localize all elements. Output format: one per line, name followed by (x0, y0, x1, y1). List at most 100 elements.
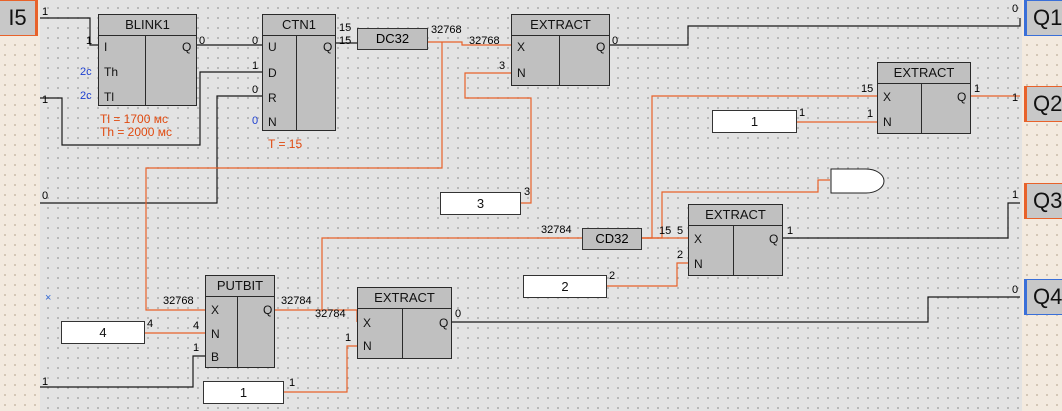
blink1-title: BLINK1 (99, 15, 196, 36)
extract4-n-value: 1 (345, 332, 352, 344)
blink1-block[interactable]: BLINK1 I Th Tl Q (98, 14, 197, 106)
putbit-n-value: 4 (193, 320, 200, 332)
wire-c2-extract3-n (607, 262, 688, 287)
const-box-2[interactable]: 2 (523, 275, 607, 298)
putbit-divider (237, 296, 238, 367)
i1-value: 1 (42, 6, 49, 18)
i2-value: 1 (42, 94, 49, 106)
ctn1-q-top-value: 15 (339, 22, 352, 34)
q1-value: 0 (1012, 3, 1019, 15)
extract3-pin-x: X (694, 232, 703, 246)
extract1-block[interactable]: EXTRACT X N Q (511, 14, 610, 86)
extract2-block[interactable]: EXTRACT X N Q (877, 62, 971, 134)
input-i5[interactable]: I5 (0, 0, 38, 36)
const-3-out: 3 (524, 186, 531, 198)
wire-dc32-putbit (145, 42, 443, 311)
ctn1-annotation: T = 15 (268, 137, 303, 151)
const-1b-out: 1 (289, 377, 296, 389)
cd32-block[interactable]: CD32 (582, 228, 642, 250)
ctn1-block[interactable]: CTN1 U D R N Q (262, 14, 336, 131)
input-i5-label: I5 (8, 5, 27, 30)
extract4-pin-q: Q (439, 316, 449, 330)
and-gate-icon (830, 168, 885, 194)
ctn1-pin-u: U (268, 40, 277, 54)
wire-c3-extract1-n (464, 72, 532, 204)
blink1-tl-annotation: Tl = 1700 мс (100, 112, 168, 126)
ctn1-u-value: 0 (252, 35, 259, 47)
output-q2-label: Q2 (1033, 91, 1062, 116)
extract2-pin-n: N (883, 115, 892, 129)
wire-extract1-q1 (610, 18, 1021, 46)
extract3-q-value: 1 (787, 225, 794, 237)
output-q3[interactable]: Q3 (1024, 183, 1062, 219)
extract1-x-value: 32768 (469, 35, 500, 47)
ctn1-r-value: 0 (252, 84, 259, 96)
extract4-q-value: 0 (455, 308, 462, 320)
q3-value: 1 (1012, 189, 1019, 201)
putbit-block[interactable]: PUTBIT X N B Q (205, 275, 275, 368)
const-2-out: 2 (609, 270, 616, 282)
extract2-n-value: 1 (867, 108, 874, 120)
dc32-out-value: 32768 (431, 24, 462, 36)
dc32-block[interactable]: DC32 (357, 28, 428, 50)
blink1-pin-i: I (104, 40, 108, 54)
wire-i1-blink (40, 17, 98, 46)
i3-value: 0 (42, 190, 49, 202)
extract2-pin-x: X (883, 90, 892, 104)
ctn1-divider (296, 35, 297, 130)
wire-extract3-q3 (783, 202, 1020, 239)
extract1-title: EXTRACT (512, 15, 609, 36)
extract1-pin-q: Q (596, 40, 606, 54)
i5-value: 1 (42, 376, 49, 388)
extract3-divider (733, 225, 734, 275)
ctn1-d-value: 1 (252, 60, 259, 72)
extract2-divider (921, 83, 922, 133)
putbit-pin-n: N (211, 327, 220, 341)
blink1-th-annotation: Th = 2000 мс (100, 125, 172, 139)
output-q1[interactable]: Q1 (1024, 0, 1062, 36)
const-box-1b[interactable]: 1 (203, 381, 284, 404)
const-box-1[interactable]: 1 (712, 110, 797, 133)
extract4-pin-x: X (363, 316, 372, 330)
ctn1-pin-n: N (268, 115, 277, 129)
putbit-pin-q: Q (263, 303, 273, 317)
extract3-pin-n: N (694, 257, 703, 271)
extract2-title: EXTRACT (878, 63, 970, 84)
extract3-title: EXTRACT (689, 205, 782, 226)
extract4-block[interactable]: EXTRACT X N Q (357, 287, 452, 359)
blink1-pin-tl: Tl (104, 90, 114, 104)
i4-unconnected-marker: × (45, 292, 52, 304)
putbit-q-value: 32784 (281, 295, 312, 307)
blink1-th-value: 2c (80, 66, 92, 78)
wire-putbit-cd32 (321, 237, 582, 310)
cd32-out-value: 15 (659, 225, 672, 237)
wire-i3-ctn-r (40, 95, 262, 204)
blink1-pin-q: Q (182, 40, 192, 54)
blink1-q-value: 0 (199, 35, 206, 47)
extract2-x-value: 15 (861, 83, 874, 95)
extract4-title: EXTRACT (358, 288, 451, 309)
ctn1-pin-r: R (268, 91, 277, 105)
const-box-4[interactable]: 4 (61, 321, 145, 344)
extract4-divider (402, 308, 403, 358)
output-q3-label: Q3 (1033, 188, 1062, 213)
putbit-pin-b: B (211, 350, 220, 364)
q4-value: 0 (1012, 284, 1019, 296)
wire-extract4-q4 (452, 296, 1020, 323)
extract1-divider (559, 35, 560, 85)
extract2-pin-q: Q (957, 90, 967, 104)
output-q4-label: Q4 (1033, 284, 1062, 309)
blink1-divider (145, 35, 146, 105)
extract4-pin-n: N (363, 339, 372, 353)
blink1-i-value: 1 (86, 35, 93, 47)
extract3-block[interactable]: EXTRACT X N Q (688, 204, 783, 276)
extract1-pin-x: X (517, 40, 526, 54)
const-box-3[interactable]: 3 (440, 192, 521, 215)
output-q4[interactable]: Q4 (1024, 279, 1062, 315)
output-q2[interactable]: Q2 (1024, 86, 1062, 122)
extract4-x-value: 32784 (315, 308, 346, 320)
blink1-tl-value: 2c (80, 90, 92, 102)
q2-value: 1 (1012, 92, 1019, 104)
